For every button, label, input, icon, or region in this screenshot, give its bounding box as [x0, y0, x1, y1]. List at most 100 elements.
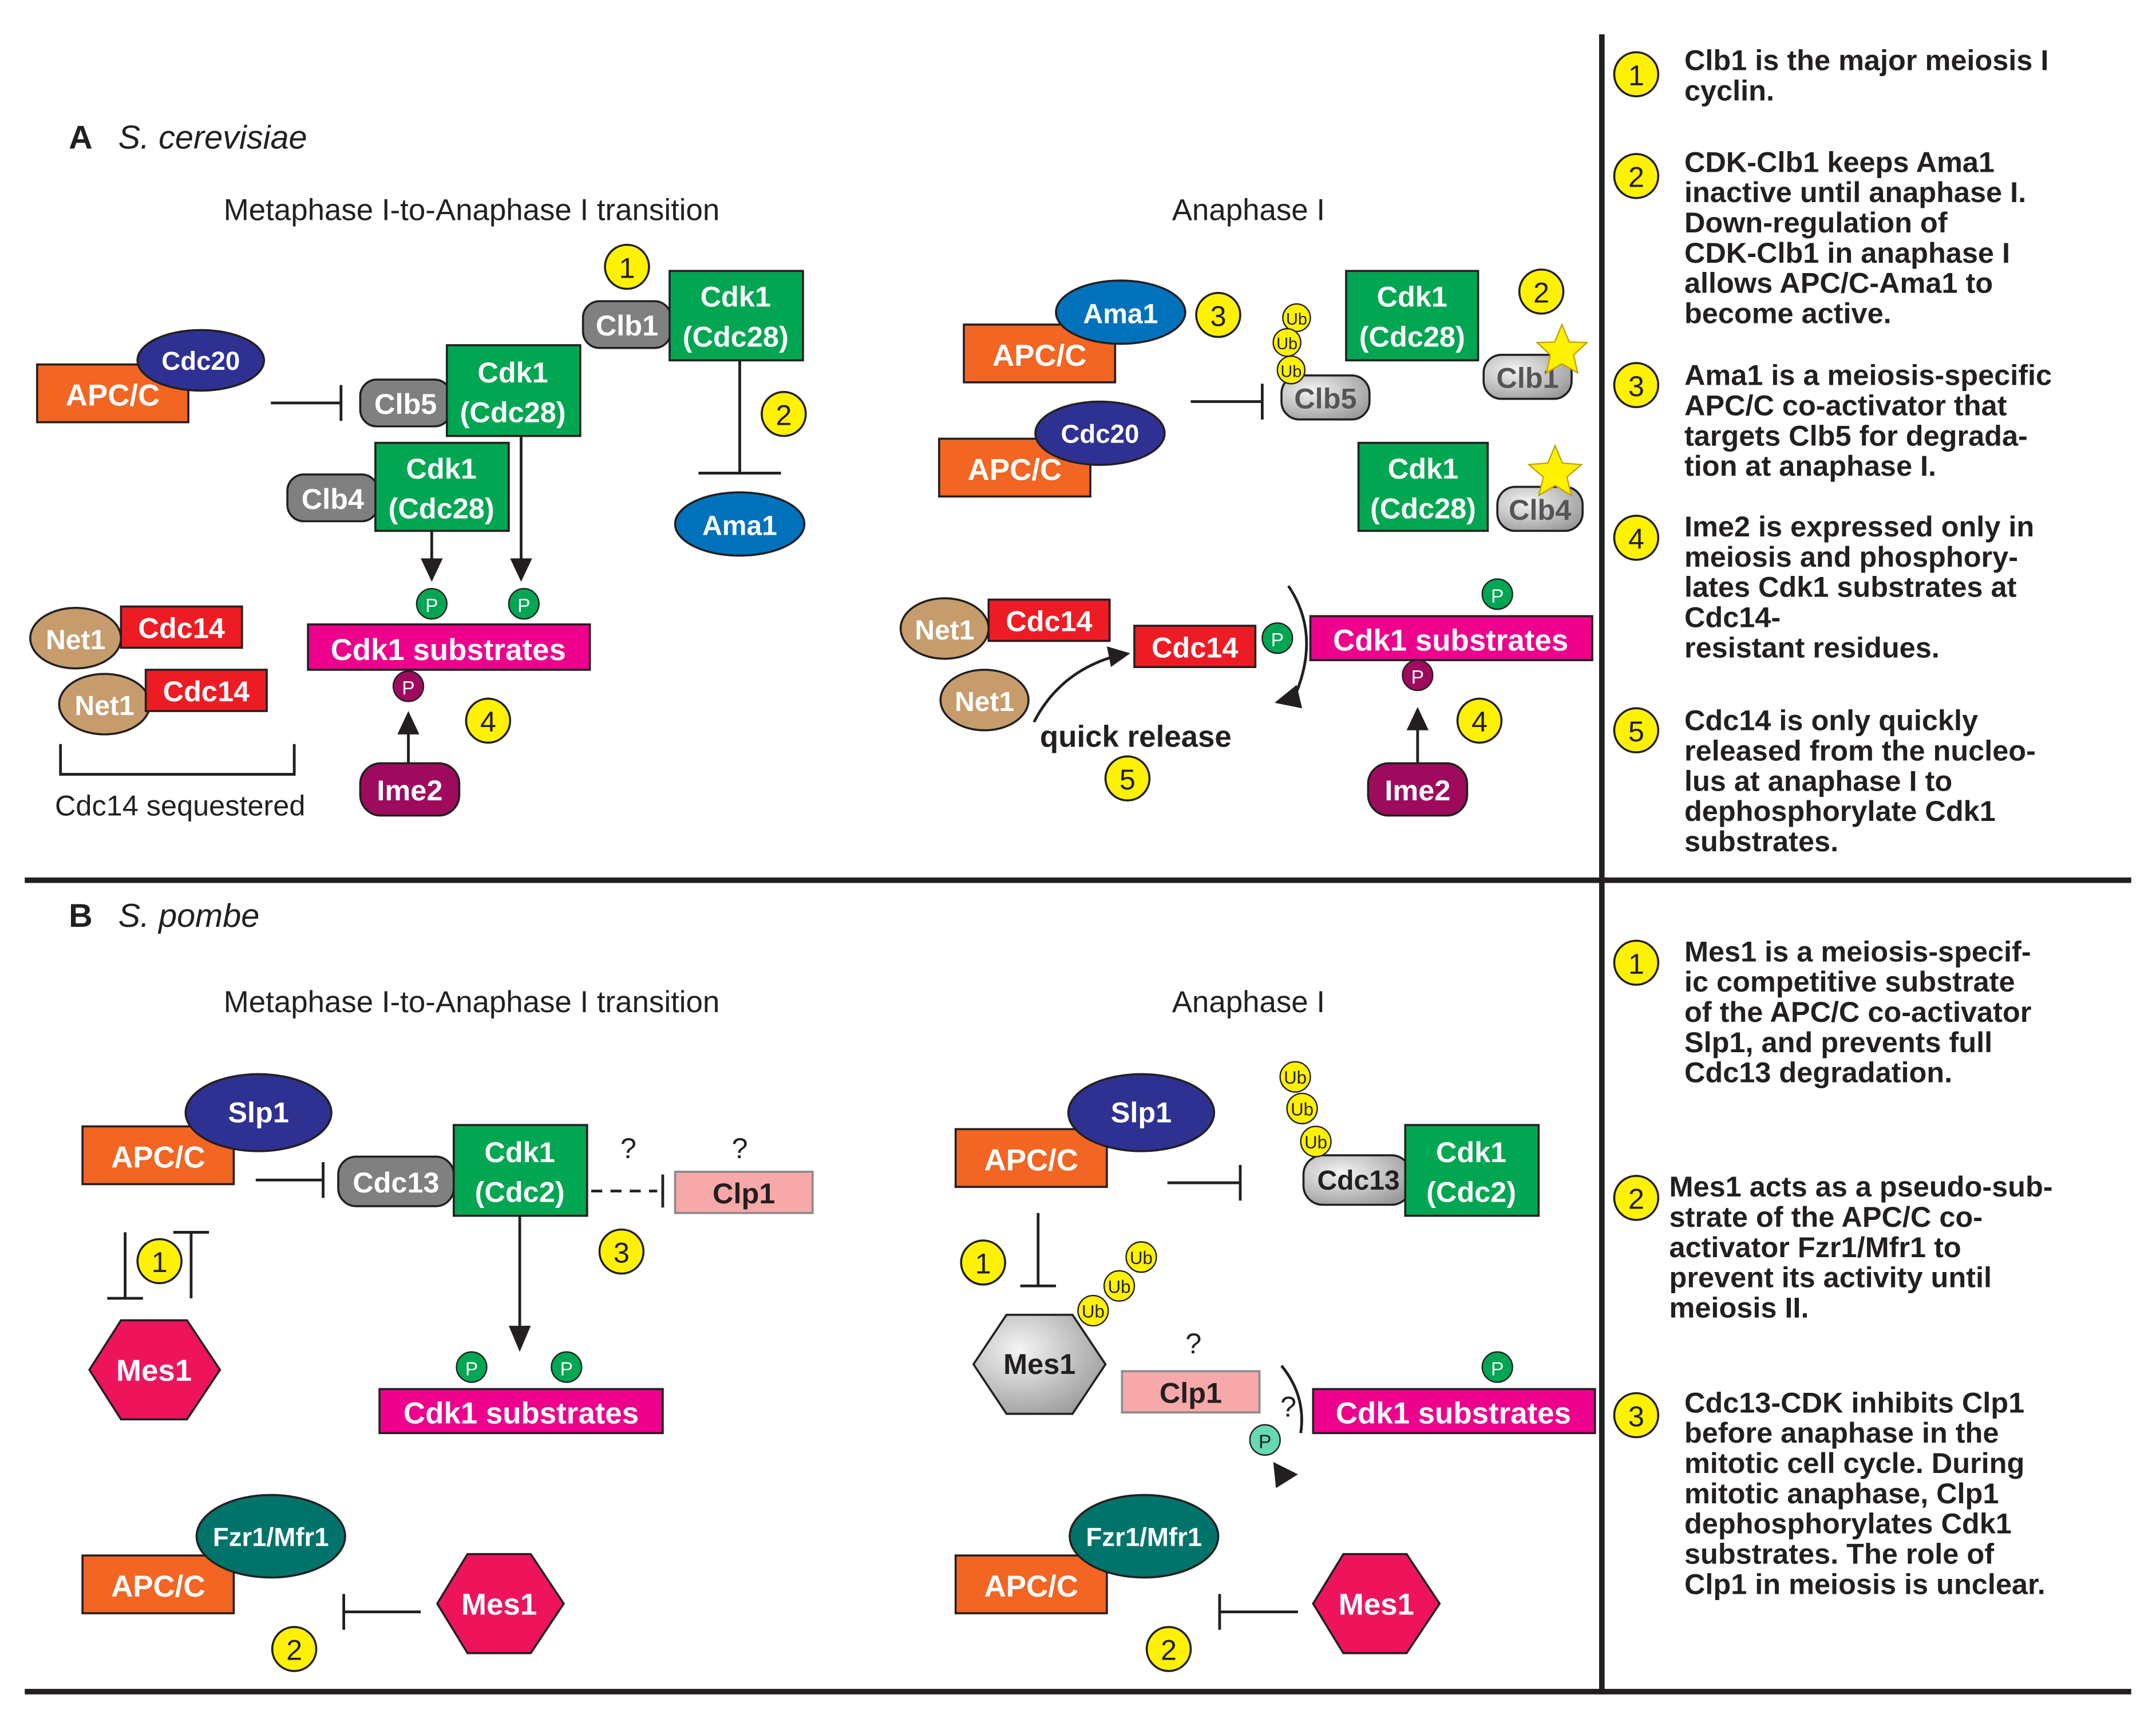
a-cdc14-label-3: Cdc14 [1006, 605, 1092, 638]
a-note-2: CDK-Clb1 keeps Ama1 inactive until anaph… [1684, 147, 2027, 330]
b-ub-m3 [1125, 1241, 1157, 1273]
a-phospho-3 [1481, 578, 1513, 610]
a-inhibit-clb5-right [1190, 384, 1264, 420]
b-clp1-label-right: Clp1 [1160, 1376, 1222, 1409]
a-right-number-badges: 3 2 4 5 [1104, 268, 1565, 801]
b-apcc-box-fzr1-left [81, 1554, 235, 1614]
a-note-badge-5 [1613, 707, 1660, 753]
a-cdc20-label: Cdc20 [161, 346, 240, 376]
a-phospho-1-label: P [425, 595, 438, 617]
b-mes1-ubiquitin-chain: Ub Ub Ub [1077, 1241, 1157, 1327]
b-mes1-label-fzr1-left: Mes1 [461, 1587, 537, 1621]
a-clb4-label: Clb4 [302, 483, 364, 515]
b-phospho-2 [551, 1351, 583, 1383]
b-phospho-3 [1481, 1351, 1513, 1383]
b-clp1-label-left: Clp1 [713, 1177, 775, 1210]
b-mes1-hexagon-fzr1-right [1312, 1553, 1441, 1654]
panel-a-right-title: Anaphase I [1172, 193, 1325, 227]
a-note-badge-2 [1613, 153, 1660, 199]
panel-b-right-title: Anaphase I [1172, 985, 1325, 1019]
b-apcc-slp1-right: APC/C Slp1 [954, 1073, 1216, 1188]
b-apcc-slp1-left: APC/C Slp1 [81, 1073, 333, 1186]
b-inhibit-cdc13-left [255, 1162, 325, 1198]
a-clb4-faded-pill [1496, 485, 1584, 532]
a-clb5-faded-label: Clb5 [1294, 382, 1356, 415]
b-cdc13-ubiquitin-chain: Ub Ub Ub [1279, 1061, 1332, 1158]
a-clb5-cdk1-complex: Clb5 Cdk1 (Cdc28) [359, 344, 581, 437]
b-mutual-inhibition [107, 1231, 209, 1300]
b-phospho-1 [456, 1351, 488, 1383]
a-cdc20-label-right: Cdc20 [1061, 420, 1139, 449]
b-badge-1-left [136, 1238, 183, 1285]
a-ama1-ellipse-right [1055, 279, 1186, 345]
b-fzr1-ellipse-right [1069, 1494, 1220, 1579]
b-inhibit-mes1-right [1020, 1213, 1057, 1287]
b-ub-c1-label: Ub [1284, 1068, 1307, 1088]
a-badge-5-label: 5 [1119, 763, 1136, 796]
b-cdk1-box-right [1404, 1124, 1540, 1217]
a-note-badge-1-label: 1 [1628, 59, 1644, 92]
a-badge-3-label: 3 [1210, 299, 1226, 332]
b-clp1-dephos-curve [1280, 1365, 1303, 1433]
panel-a-left-title: Metaphase I-to-Anaphase I transition [224, 193, 720, 227]
b-apcc-label-fzr1-left: APC/C [111, 1570, 205, 1604]
b-badge-2-right-label: 2 [1161, 1634, 1177, 1666]
a-phospho-cdc14 [1261, 622, 1293, 654]
a-cdc14-label-2: Cdc14 [163, 675, 250, 708]
b-substrates-box-left [378, 1388, 664, 1435]
panel-b-letter: B [69, 898, 93, 934]
a-net1-ellipse-free [939, 669, 1030, 732]
a-clb4-cdk1-complex: Clb4 Cdk1 (Cdc28) [286, 441, 510, 532]
a-cdc20-ellipse [136, 329, 266, 392]
b-question-2: ? [731, 1132, 747, 1164]
b-fzr1-ellipse-left [195, 1494, 346, 1579]
a-ub-3-label: Ub [1280, 362, 1301, 381]
a-cdk1-box-ana-top [1345, 270, 1479, 362]
a-net1-label-1: Net1 [46, 625, 105, 655]
a-apcc-label: APC/C [66, 379, 160, 413]
a-badge-2 [761, 390, 807, 437]
b-mes1-hexagon-fzr1-left [436, 1553, 565, 1654]
a-cdk1-label-clb4: Cdk1 [406, 452, 476, 485]
b-apcc-label-fzr1-right: APC/C [984, 1570, 1078, 1604]
b-apcc-box-slp1-right [954, 1128, 1108, 1188]
b-apcc-box-fzr1-right [954, 1554, 1108, 1614]
b-ub-c2 [1286, 1092, 1318, 1124]
a-ime2-arrowhead-left [397, 711, 420, 734]
panel-b-left-title: Metaphase I-to-Anaphase I transition [224, 985, 720, 1019]
a-cdk1-label-ana-bottom: Cdk1 [1388, 452, 1458, 485]
a-ime2-phospho-left-label: P [402, 678, 414, 699]
b-note-badge-1-label: 1 [1628, 947, 1644, 980]
a-arrowhead-clb4 [421, 558, 443, 582]
a-release-arrow-curve [1032, 656, 1111, 723]
b-substrates-label-right: Cdk1 substrates [1336, 1396, 1571, 1430]
b-mes1-hexagon-left [88, 1319, 221, 1421]
a-cdk1-box-clb1 [668, 270, 804, 362]
a-cdc28-label-clb1: (Cdc28) [683, 320, 789, 353]
b-badge-2-left-label: 2 [286, 1634, 302, 1666]
a-arrowhead-clb5 [510, 558, 532, 582]
b-phospho-light [1249, 1424, 1281, 1456]
a-note-4: Ime2 is expressed only in meiosis and ph… [1684, 511, 2035, 665]
b-cdc2-label-right: (Cdc2) [1426, 1176, 1516, 1208]
a-cdc28-label-ana-bottom: (Cdc28) [1370, 492, 1476, 525]
b-clp1-box-left [674, 1171, 814, 1214]
b-mes1-hexagon-faded [972, 1313, 1107, 1415]
a-ime2-phospho-right [1402, 659, 1434, 692]
b-ub-c1 [1279, 1061, 1311, 1093]
a-badge-4-right-label: 4 [1471, 705, 1488, 738]
a-net1-cdc14-bottom: Net1 Cdc14 [58, 669, 268, 736]
a-note-badge-4 [1613, 515, 1660, 561]
b-note-3: Cdc13-CDK inhibits Clp1 before anaphase … [1684, 1388, 2046, 1601]
a-net1-cdc14-top: Net1 Cdc14 [29, 605, 243, 670]
a-cdk1-label-ana-top: Cdk1 [1377, 281, 1447, 313]
a-phospho-1 [416, 588, 448, 620]
a-note-badges: 1 2 3 4 5 [1613, 51, 1660, 753]
b-ub-m1-label: Ub [1082, 1301, 1105, 1321]
a-substrates-label-left: Cdk1 substrates [331, 633, 566, 667]
b-inhibit-fzr1-right [1218, 1594, 1298, 1630]
a-apcc-ama1-complex: APC/C Ama1 [963, 279, 1186, 384]
a-ub-1-label: Ub [1286, 310, 1307, 329]
a-cdc28-label-ana-top: (Cdc28) [1359, 320, 1465, 353]
a-clb1-cdk1-complex: Clb1 Cdk1 (Cdc28) [581, 270, 804, 362]
